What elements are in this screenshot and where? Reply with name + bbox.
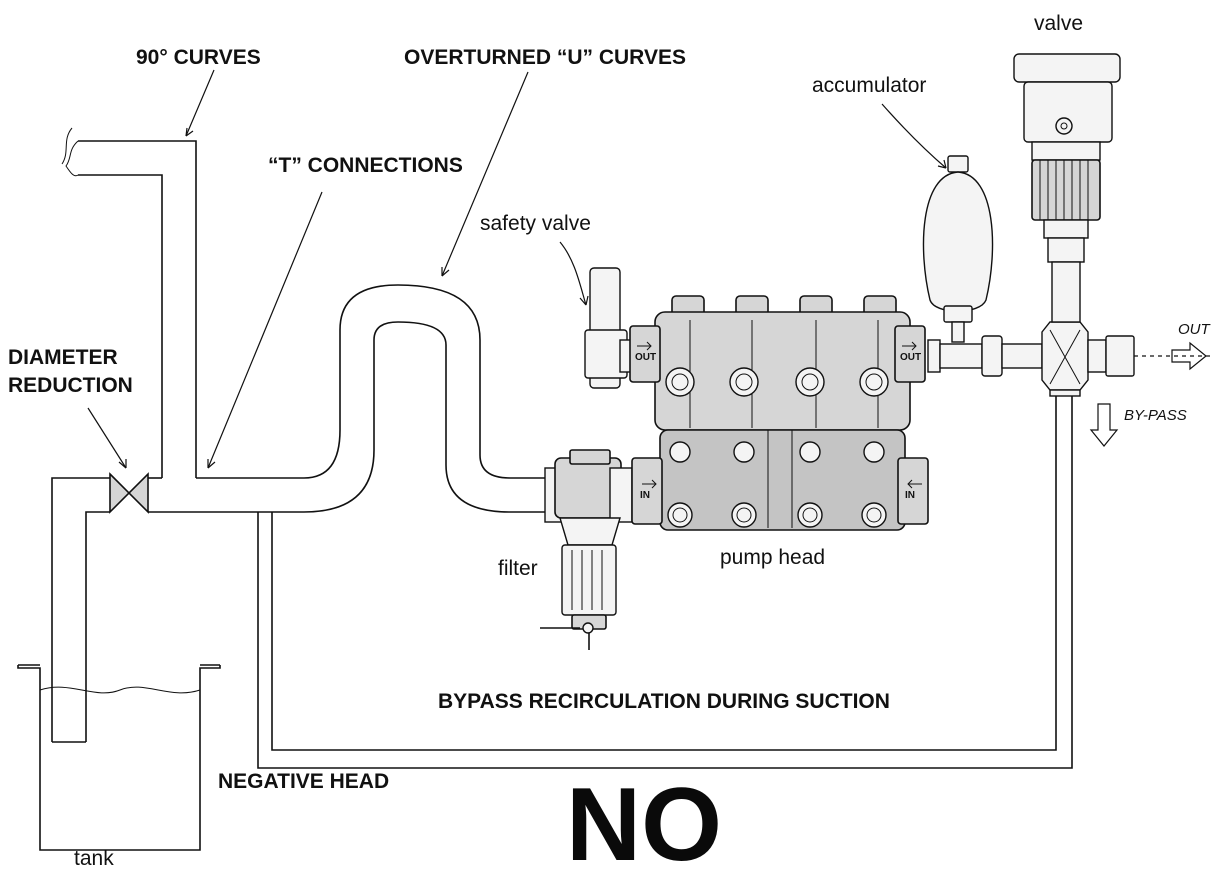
label-overturned-u-curves: OVERTURNED “U” CURVES [404, 46, 686, 69]
label-pump-head: pump head [720, 546, 825, 569]
bypass-flow-arrow [1091, 404, 1117, 446]
label-diameter-reduction-1: DIAMETER [8, 346, 118, 369]
tank [18, 665, 220, 850]
u-curve-pipe [196, 285, 545, 512]
filter [540, 450, 632, 650]
port-in-right: IN [905, 490, 915, 501]
label-bypass-recirculation: BYPASS RECIRCULATION DURING SUCTION [438, 690, 890, 713]
pump-head: OUT OUT IN IN [630, 296, 928, 530]
suction-pipe [52, 474, 258, 742]
verdict-no: NO [566, 767, 722, 875]
port-out-right: OUT [900, 352, 921, 363]
label-tank: tank [74, 847, 114, 870]
label-accumulator: accumulator [812, 74, 926, 97]
accumulator [923, 156, 992, 342]
label-diameter-reduction-2: REDUCTION [8, 374, 133, 397]
label-t-connections: “T” CONNECTIONS [268, 154, 463, 177]
diameter-reduction-fitting [110, 474, 148, 512]
label-safety-valve: safety valve [480, 212, 591, 235]
out-label: OUT [1178, 321, 1212, 338]
label-valve: valve [1034, 12, 1083, 35]
label-90-curves: 90° CURVES [136, 46, 261, 69]
by-pass-label: BY-PASS [1124, 407, 1187, 424]
label-negative-head: NEGATIVE HEAD [218, 770, 389, 793]
riser-pipe [62, 128, 196, 478]
label-filter: filter [498, 557, 538, 580]
out-flow-arrow [1134, 343, 1212, 369]
port-out-left: OUT [635, 352, 656, 363]
port-in-left: IN [640, 490, 650, 501]
valve [1014, 54, 1120, 322]
